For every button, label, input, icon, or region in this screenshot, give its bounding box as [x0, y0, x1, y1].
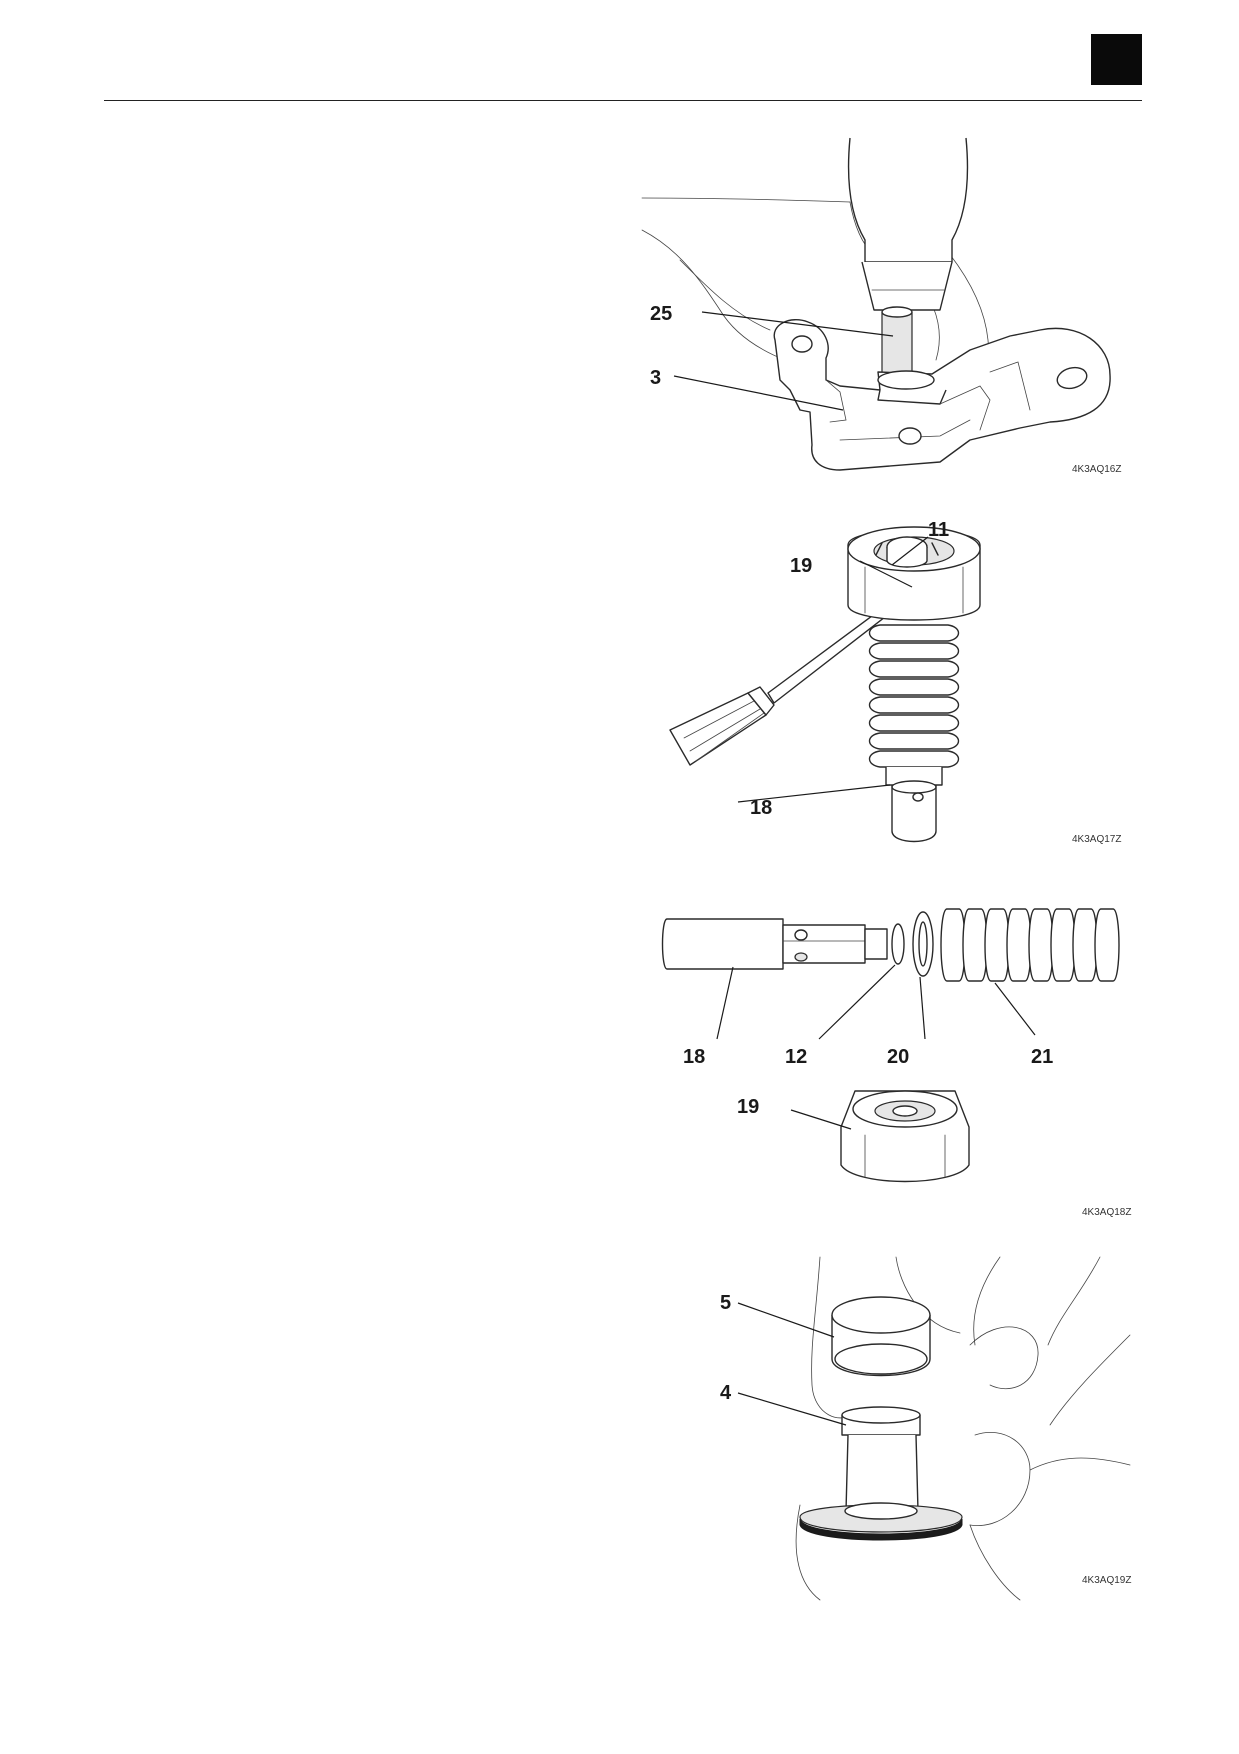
callout-label: 5: [720, 1292, 731, 1314]
callout-label: 12: [785, 1046, 807, 1068]
figure-circlip-removal-drawing: 19 11 18 4K3AQ17Z: [669, 519, 1121, 845]
figure-pin-removal: 25 3 4K3AQ16Z: [640, 137, 1150, 485]
spring-21-coils: [940, 908, 1120, 982]
figure-circlip-removal: 19 11 18 4K3AQ17Z: [660, 515, 1150, 850]
figure-code: 4K3AQ18Z: [1082, 1207, 1131, 1218]
callout-label: 25: [650, 303, 672, 325]
callout-label: 19: [737, 1096, 759, 1118]
figure-exploded-components: 18 12 20 21 19 4K3AQ18Z: [655, 895, 1145, 1225]
spring-coils: [868, 624, 960, 768]
figure-code: 4K3AQ19Z: [1082, 1575, 1131, 1586]
header-rule: [104, 100, 1142, 101]
figure-sleeve-fitting: 5 4 4K3AQ19Z: [720, 1255, 1150, 1601]
figure-sleeve-fitting-drawing: 5 4 4K3AQ19Z: [720, 1256, 1131, 1601]
callout-label: 19: [790, 555, 812, 577]
callout-label: 21: [1031, 1046, 1053, 1068]
figure-pin-removal-drawing: 25 3 4K3AQ16Z: [641, 137, 1121, 475]
callout-label: 11: [928, 519, 949, 541]
figure-code: 4K3AQ16Z: [1072, 464, 1121, 475]
figure-exploded-drawing: 18 12 20 21 19 4K3AQ18Z: [661, 908, 1131, 1218]
callout-label: 18: [683, 1046, 705, 1068]
callout-label: 18: [750, 797, 772, 819]
corner-thumb-tab: [1091, 34, 1142, 85]
callout-label: 3: [650, 367, 661, 389]
callout-label: 20: [887, 1046, 909, 1068]
figure-code: 4K3AQ17Z: [1072, 834, 1121, 845]
callout-label: 4: [720, 1382, 732, 1404]
